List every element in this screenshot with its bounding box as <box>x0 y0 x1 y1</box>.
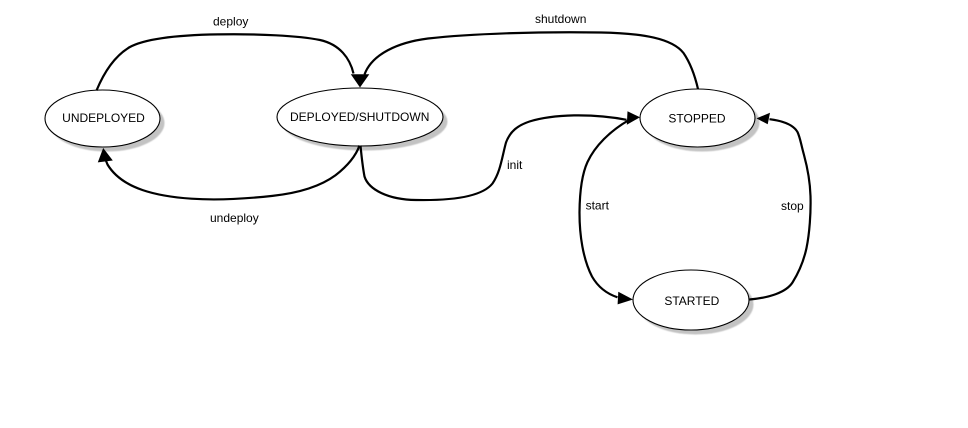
svg-text:shutdown: shutdown <box>535 12 586 26</box>
svg-text:STARTED: STARTED <box>664 294 719 308</box>
svg-text:DEPLOYED/SHUTDOWN: DEPLOYED/SHUTDOWN <box>290 110 429 124</box>
svg-text:STOPPED: STOPPED <box>668 111 725 125</box>
svg-text:UNDEPLOYED: UNDEPLOYED <box>62 111 145 125</box>
svg-text:undeploy: undeploy <box>210 211 259 225</box>
svg-text:start: start <box>586 198 610 212</box>
svg-text:stop: stop <box>781 199 804 213</box>
svg-text:deploy: deploy <box>213 15 248 29</box>
svg-text:init: init <box>507 158 523 172</box>
